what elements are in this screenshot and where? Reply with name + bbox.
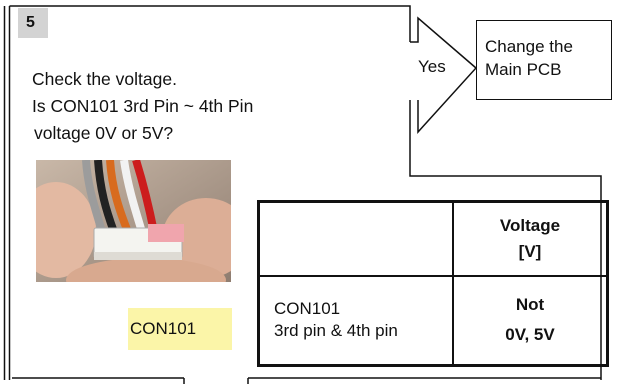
yes-label: Yes	[418, 57, 446, 77]
table-header-row: Voltage [V]	[259, 202, 608, 276]
table-row: CON101 3rd pin & 4th pin Not 0V, 5V	[259, 276, 608, 366]
pin-name-cell: CON101 3rd pin & 4th pin	[259, 276, 454, 366]
action-box: Change the Main PCB	[476, 20, 612, 100]
table-header-voltage-cell: Voltage [V]	[453, 202, 608, 276]
voltage-value-line-2: 0V, 5V	[455, 320, 605, 350]
step-box-top-edge	[10, 6, 411, 42]
action-line-2: Main PCB	[485, 58, 611, 81]
question-line-1: Check the voltage.	[32, 66, 253, 93]
pin-name-line-1: CON101	[274, 298, 451, 320]
voltage-value-cell: Not 0V, 5V	[453, 276, 608, 366]
voltage-header-line-2: [V]	[455, 239, 605, 265]
pin-name-line-2: 3rd pin & 4th pin	[274, 320, 451, 342]
voltage-spec-table: Voltage [V] CON101 3rd pin & 4th pin Not…	[257, 200, 609, 367]
question-line-2: Is CON101 3rd Pin ~ 4th Pin	[32, 93, 253, 120]
connector-photo-illustration	[36, 160, 231, 282]
action-line-1: Change the	[485, 35, 611, 58]
voltage-header-line-1: Voltage	[455, 213, 605, 239]
question-line-3: voltage 0V or 5V?	[32, 120, 253, 147]
table-header-empty-cell	[259, 202, 454, 276]
step-number-badge: 5	[18, 8, 48, 38]
question-text: Check the voltage. Is CON101 3rd Pin ~ 4…	[32, 66, 253, 147]
connector-photo	[36, 160, 231, 282]
voltage-value-line-1: Not	[455, 290, 605, 320]
connector-caption: CON101	[128, 308, 232, 350]
